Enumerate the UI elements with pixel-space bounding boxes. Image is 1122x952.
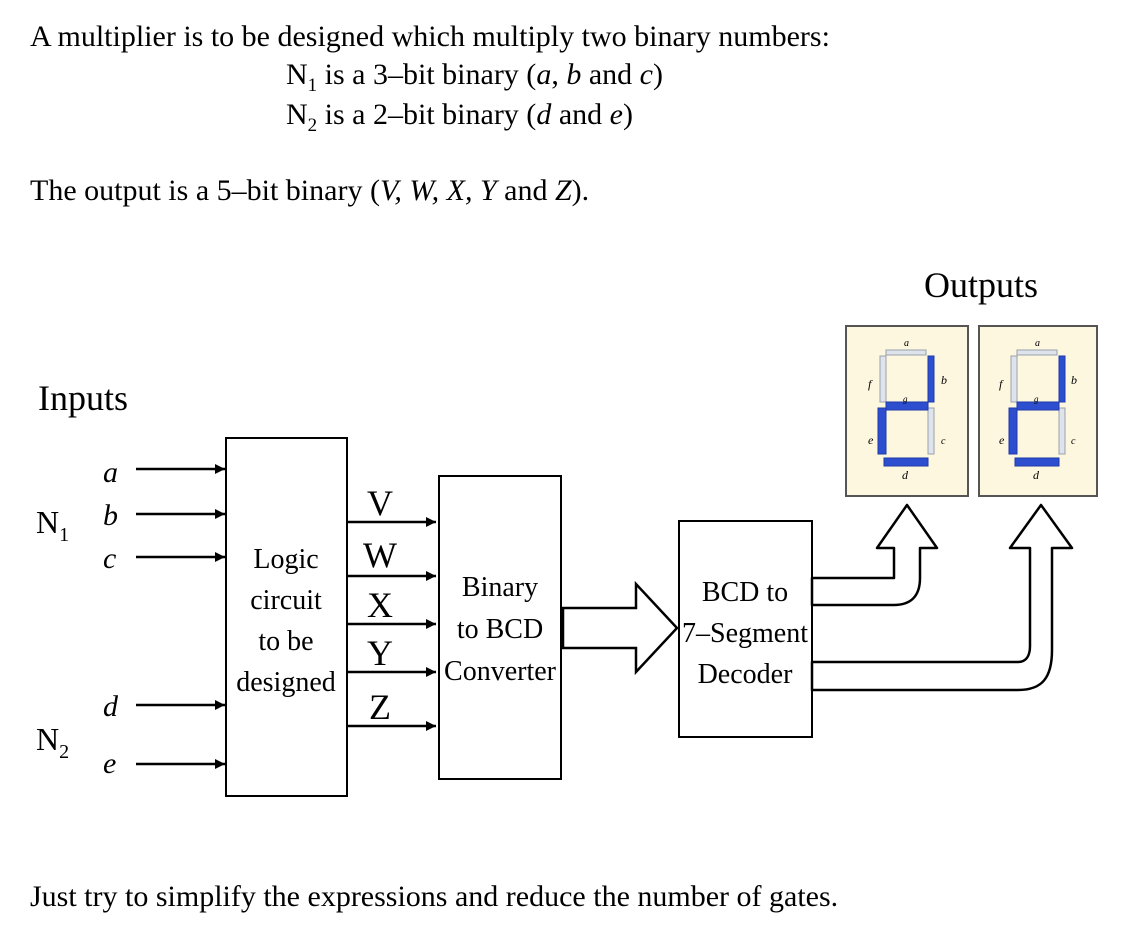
n1-and: and — [581, 58, 640, 91]
decoder-to-display-1-arrow — [810, 503, 939, 607]
n1-label: N — [286, 58, 308, 91]
display-1-segment-f — [879, 355, 887, 403]
display-1-segment-b — [927, 355, 935, 403]
n1-group-label: N1 — [36, 504, 69, 546]
input-label-c: c — [103, 542, 116, 575]
seven-segment-display-2: a b c d e f g — [978, 325, 1098, 497]
display-2-seg-c-label: c — [1071, 436, 1076, 447]
outputs-title: Outputs — [924, 265, 1038, 305]
input-label-d: d — [103, 690, 119, 723]
n2-var-e: e — [609, 98, 623, 131]
bcd-label-3: Converter — [444, 656, 557, 687]
output-prefix: The output is a 5–bit binary ( — [30, 174, 380, 207]
decoder-label-3: Decoder — [698, 659, 794, 690]
n1-close: ) — [652, 58, 663, 91]
display-1-seg-d-label: d — [902, 468, 909, 482]
output-label-w: W — [363, 535, 397, 575]
display-2-segment-b — [1058, 355, 1066, 403]
logic-circuit-block — [225, 437, 348, 797]
output-label-x: X — [367, 585, 393, 625]
n1-text: is a 3–bit binary ( — [317, 58, 537, 91]
n1-var-a: a — [536, 58, 552, 91]
seven-segment-display-1: a b c d e f g — [845, 325, 969, 497]
output-label-v: V — [367, 483, 393, 523]
display-1-segment-a — [885, 349, 927, 356]
n2-label: N — [286, 98, 308, 131]
inputs-title: Inputs — [38, 378, 128, 418]
display-1-segment-c — [927, 407, 935, 455]
decoder-label-2: 7–Segment — [682, 618, 808, 649]
footer-instruction: Just try to simplify the expressions and… — [30, 880, 839, 913]
input-label-e: e — [103, 747, 116, 780]
display-2-segment-g — [1016, 401, 1060, 411]
display-2-segment-a — [1016, 349, 1058, 356]
logic-label-4: designed — [236, 667, 336, 698]
display-1-segment-g — [885, 401, 929, 411]
display-2-segment-e — [1008, 407, 1018, 455]
bcd-bus-arrow — [561, 580, 679, 676]
n1-sep: , — [551, 58, 567, 91]
n1-subscript: 1 — [307, 75, 318, 96]
display-1-seg-a-label: a — [904, 338, 909, 349]
bcd-label-1: Binary — [462, 572, 538, 603]
bcd-label-2: to BCD — [457, 614, 543, 645]
display-2-seg-d-label: d — [1033, 468, 1040, 482]
display-1-seg-f-label: f — [868, 377, 873, 391]
n1-definition: N1 is a 3–bit binary (a, b and c) — [286, 58, 663, 97]
n1-var-b: b — [566, 58, 582, 91]
output-vars: V, W, X, Y — [379, 174, 497, 207]
n1-var-c: c — [639, 58, 653, 91]
display-2-seg-e-label: e — [999, 433, 1005, 447]
display-2-seg-b-label: b — [1071, 373, 1077, 387]
display-1-seg-e-label: e — [868, 433, 874, 447]
output-label-y: Y — [367, 633, 393, 673]
output-close: ). — [571, 174, 590, 207]
n2-group-label: N2 — [36, 721, 69, 763]
display-2-segment-c — [1058, 407, 1066, 455]
n2-text: is a 2–bit binary ( — [317, 98, 537, 131]
n2-definition: N2 is a 2–bit binary (d and e) — [286, 98, 633, 137]
output-definition: The output is a 5–bit binary (V, W, X, Y… — [30, 174, 589, 208]
display-2-segment-f — [1010, 355, 1018, 403]
n2-var-d: d — [536, 98, 552, 131]
display-2-seg-f-label: f — [999, 377, 1004, 391]
n2-subscript: 2 — [307, 115, 318, 136]
output-label-z: Z — [369, 687, 391, 727]
logic-label-3: to be — [258, 626, 313, 657]
display-1-segment-d — [883, 457, 929, 467]
display-2-seg-a-label: a — [1035, 338, 1040, 349]
display-2-seg-g-label: g — [1034, 394, 1039, 404]
n2-and: and — [551, 98, 610, 131]
display-1-seg-g-label: g — [903, 394, 908, 404]
decoder-label-1: BCD to — [702, 577, 788, 608]
decoder-to-display-2-arrow — [810, 503, 1074, 692]
display-1-seg-c-label: c — [941, 436, 946, 447]
display-1-seg-b-label: b — [941, 373, 947, 387]
logic-label-1: Logic — [253, 544, 318, 575]
input-label-a: a — [103, 456, 118, 489]
input-label-b: b — [103, 499, 118, 532]
logic-label-2: circuit — [250, 585, 322, 616]
n2-close: ) — [622, 98, 633, 131]
decoder-block — [678, 520, 813, 738]
binary-to-bcd-block — [438, 475, 562, 780]
display-1-segment-e — [877, 407, 887, 455]
output-z: Z — [554, 174, 572, 207]
output-and: and — [496, 174, 555, 207]
problem-intro: A multiplier is to be designed which mul… — [30, 20, 830, 53]
display-2-segment-d — [1014, 457, 1060, 467]
